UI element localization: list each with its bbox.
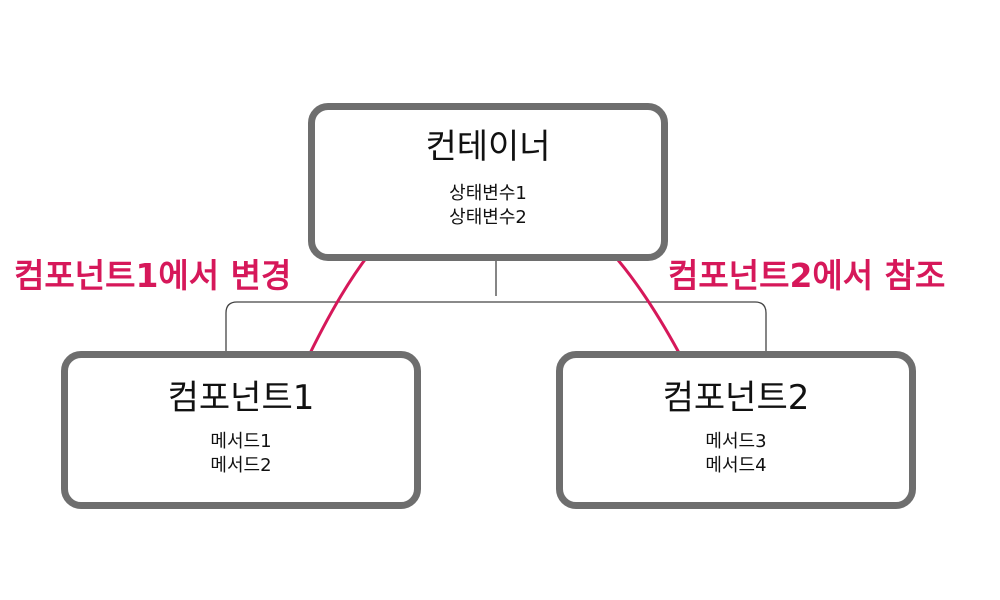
reference-annotation: 컴포넌트2에서 참조 xyxy=(668,256,946,295)
state-variable-2: 상태변수2 xyxy=(449,207,527,228)
tree-connector xyxy=(225,258,767,352)
component2-title: 컴포넌트2 xyxy=(662,378,810,418)
component1-method-1: 메서드1 xyxy=(210,431,272,452)
component2-method-1: 메서드3 xyxy=(705,431,767,452)
component1-method-2: 메서드2 xyxy=(210,455,272,476)
component1-title: 컴포넌트1 xyxy=(167,378,315,418)
component1-box: 컴포넌트1 메서드1 메서드2 xyxy=(61,351,421,509)
component2-method-2: 메서드4 xyxy=(705,455,767,476)
state-variable-list: 상태변수1 상태변수2 xyxy=(315,182,661,230)
component2-method-list: 메서드3 메서드4 xyxy=(563,430,909,478)
change-annotation: 컴포넌트1에서 변경 xyxy=(14,256,292,295)
container-title: 컨테이너 xyxy=(425,127,551,167)
component2-box: 컴포넌트2 메서드3 메서드4 xyxy=(556,351,916,509)
state-variable-1: 상태변수1 xyxy=(449,183,527,204)
container-box: 컨테이너 상태변수1 상태변수2 xyxy=(308,103,668,261)
component1-method-list: 메서드1 메서드2 xyxy=(68,430,414,478)
